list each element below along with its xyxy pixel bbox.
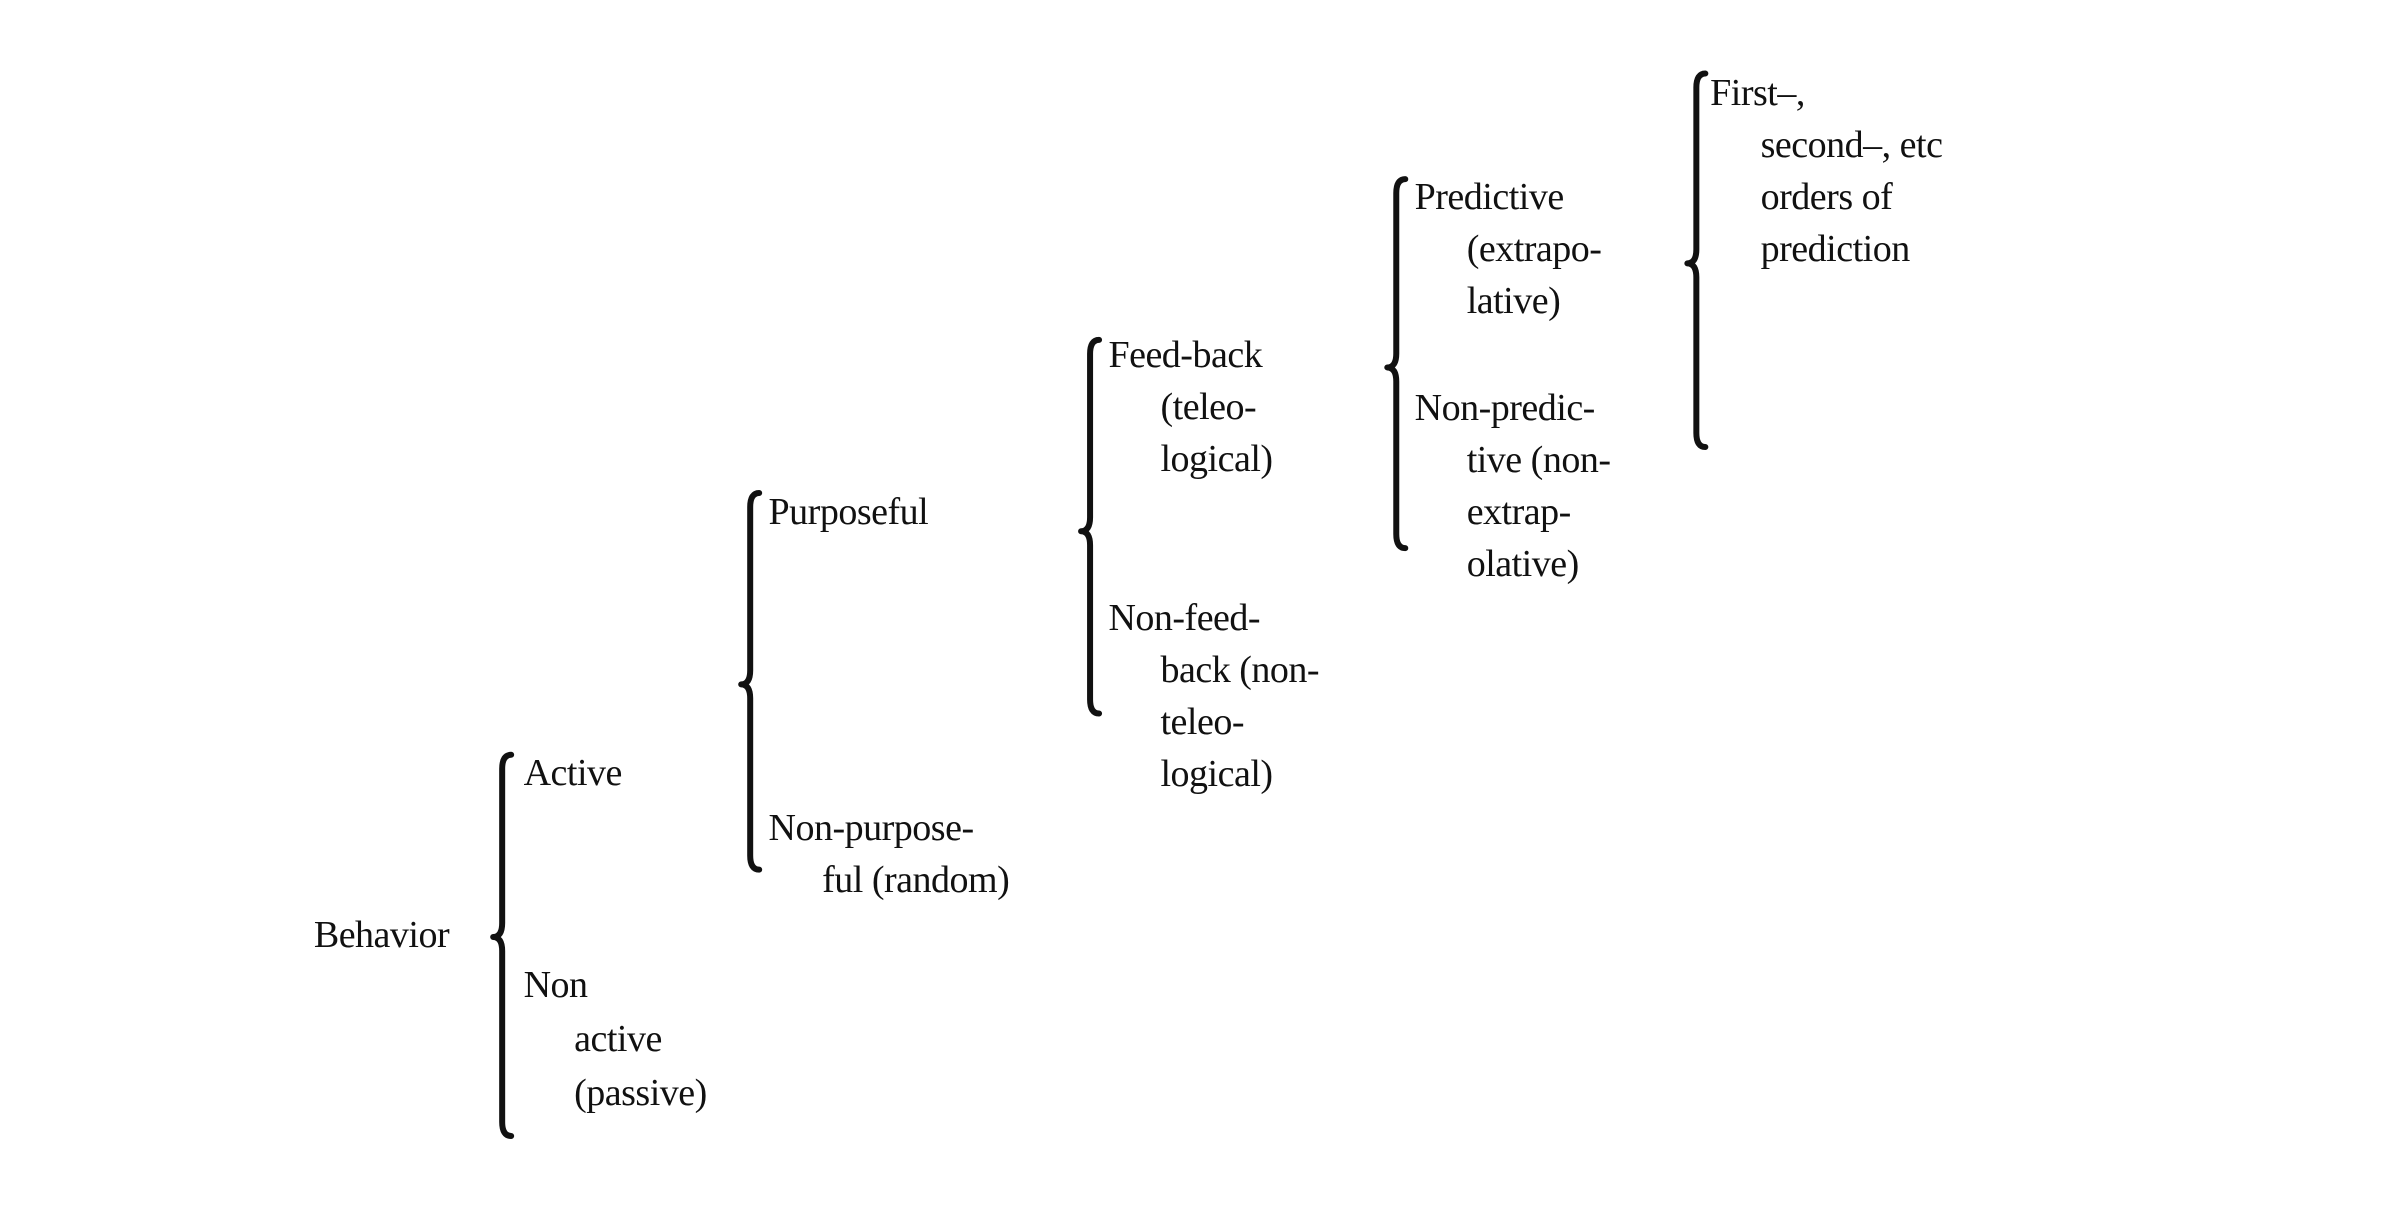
- level-3-lower-label-line: back (non-: [1160, 649, 1320, 692]
- level-1-upper-label-line: Active: [523, 751, 623, 794]
- level-3-upper-label-line: Feed-back: [1108, 333, 1263, 376]
- curly-brace-level-2: [738, 489, 763, 873]
- level-1-lower-label-line: active: [574, 1018, 662, 1061]
- level-5-upper-label-line: orders of: [1760, 176, 1893, 219]
- curly-brace-level-3: [1078, 336, 1103, 717]
- level-2-upper-label-line: Purposeful: [768, 491, 929, 534]
- level-4-lower-label-line: extrap-: [1466, 491, 1572, 534]
- level-3-upper-label-line: (teleo-: [1160, 385, 1257, 428]
- curly-brace-level-1: [490, 751, 515, 1139]
- level-3-upper-label-line: logical): [1160, 437, 1273, 480]
- root-label-behavior: Behavior: [313, 913, 450, 956]
- level-4-lower-label-line: Non-predic-: [1414, 387, 1596, 430]
- curly-brace-level-5: [1684, 70, 1709, 451]
- level-3-lower-label-line: teleo-: [1160, 701, 1244, 744]
- level-5-upper-label-line: First–,: [1710, 71, 1805, 114]
- level-4-lower-label-line: tive (non-: [1466, 439, 1611, 482]
- level-4-upper-label-line: lative): [1466, 280, 1561, 323]
- level-4-upper-label-line: (extrapo-: [1466, 228, 1602, 271]
- level-3-lower-label-line: Non-feed-: [1108, 597, 1261, 640]
- level-5-upper-label-line: prediction: [1760, 228, 1911, 271]
- level-3-lower-label-line: logical): [1160, 753, 1273, 796]
- level-4-upper-label-line: Predictive: [1414, 176, 1565, 219]
- level-2-lower-label-line: Non-purpose-: [768, 806, 975, 849]
- level-1-lower-label-line: Non: [523, 964, 588, 1007]
- level-4-lower-label-line: olative): [1466, 543, 1580, 586]
- level-5-upper-label-line: second–, etc: [1760, 123, 1943, 166]
- level-1-lower-label-line: (passive): [574, 1071, 707, 1114]
- level-2-lower-label-line: ful (random): [822, 858, 1010, 901]
- curly-brace-level-4: [1384, 176, 1409, 552]
